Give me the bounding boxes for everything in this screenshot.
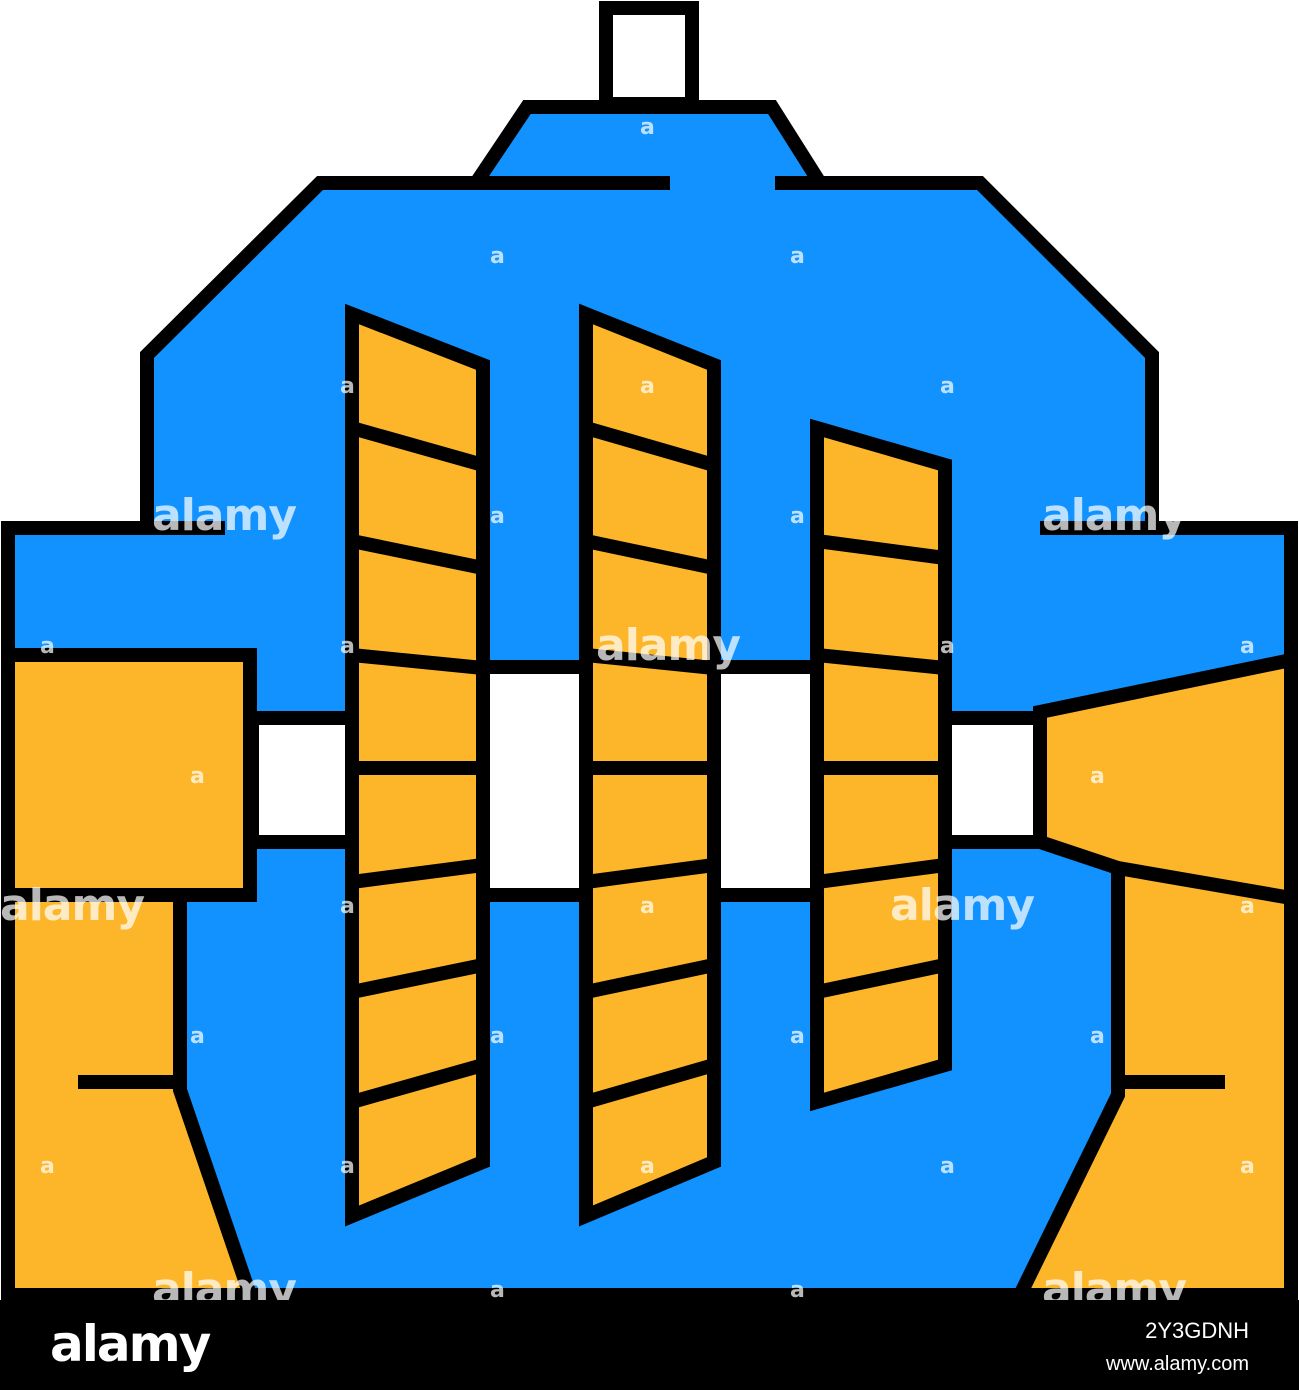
site-url: www.alamy.com bbox=[1106, 1353, 1249, 1375]
exhaust-divider bbox=[1116, 861, 1293, 905]
shaft-segment-4 bbox=[938, 711, 1047, 849]
top-cap bbox=[599, 1, 699, 111]
stock-footer-bar: alamy 2Y3GDNH www.alamy.com bbox=[0, 1300, 1299, 1390]
blade-row-2-dividers bbox=[584, 421, 716, 1109]
alamy-logo: alamy bbox=[50, 1315, 211, 1373]
shaft-segment-2 bbox=[475, 660, 593, 902]
inlet-block bbox=[1, 648, 260, 1300]
shaft-segment-1 bbox=[245, 711, 359, 849]
image-id: 2Y3GDNH bbox=[1145, 1318, 1249, 1343]
turbine-illustration bbox=[1, 1, 1298, 1300]
blade-row-1-dividers bbox=[350, 421, 485, 1109]
blade-row-3-dividers bbox=[815, 534, 947, 999]
shaft-segment-3 bbox=[707, 660, 825, 902]
turbine-icon bbox=[1, 1, 1298, 1300]
exhaust-cone bbox=[1009, 651, 1298, 1300]
